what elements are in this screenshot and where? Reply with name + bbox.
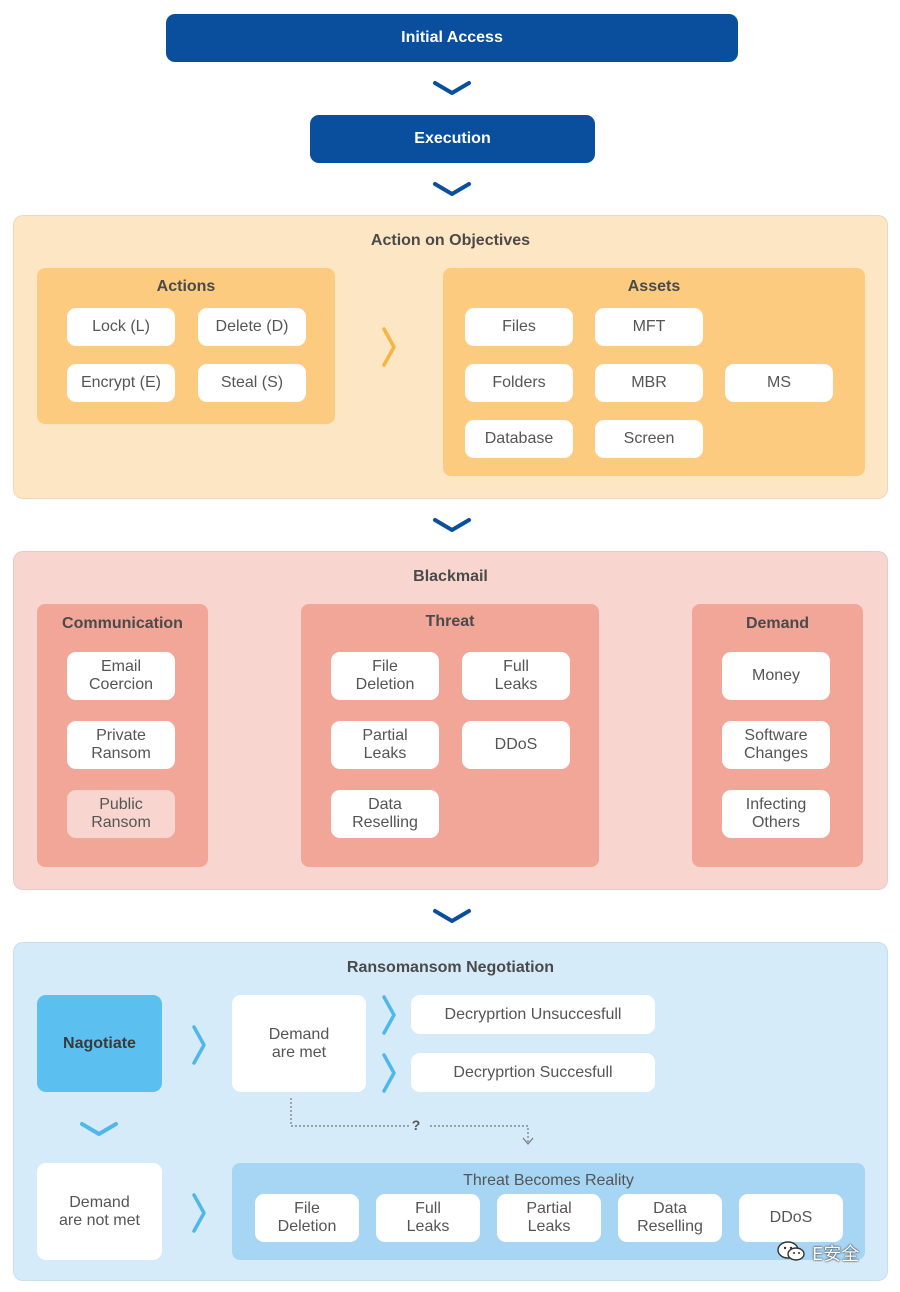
threat-data-reselling: Data Reselling — [331, 790, 439, 838]
comm-email-coercion: Email Coercion — [67, 652, 175, 700]
blackmail-title: Blackmail — [413, 568, 488, 585]
decryption-unsuccessful: Decryprtion Unsuccesfull — [411, 995, 655, 1034]
chevron-right-icon — [380, 994, 398, 1036]
chevron-down-icon — [432, 517, 472, 533]
decryption-successful: Decryprtion Succesfull — [411, 1053, 655, 1092]
asset-mbr: MBR — [595, 364, 703, 402]
actions-title: Actions — [156, 278, 216, 295]
comm-public-ransom: Public Ransom — [67, 790, 175, 838]
demand-money: Money — [722, 652, 830, 700]
demand-group: Demand Money Software Changes Infecting … — [692, 604, 863, 867]
negotiation-title: Ransomansom Negotiation — [346, 959, 555, 976]
demand-title: Demand — [745, 615, 810, 632]
asset-files: Files — [465, 308, 573, 346]
threat-group: Threat File Deletion Full Leaks Partial … — [301, 604, 599, 867]
communication-title: Communication — [62, 615, 183, 632]
communication-group: Communication Email Coercion Private Ran… — [37, 604, 208, 867]
chevron-down-icon — [432, 80, 472, 96]
reality-ddos: DDoS — [739, 1194, 843, 1242]
threat-partial-leaks: Partial Leaks — [331, 721, 439, 769]
chevron-right-icon — [190, 1192, 208, 1234]
demand-not-met-box: Demand are not met — [37, 1163, 162, 1260]
assets-group: Assets Files MFT Folders MBR MS Database… — [443, 268, 865, 476]
reality-partial-leaks: Partial Leaks — [497, 1194, 601, 1242]
demand-software-changes: Software Changes — [722, 721, 830, 769]
action-steal: Steal (S) — [198, 364, 306, 402]
reality-full-leaks: Full Leaks — [376, 1194, 480, 1242]
asset-mft: MFT — [595, 308, 703, 346]
threat-file-deletion: File Deletion — [331, 652, 439, 700]
assets-title: Assets — [627, 278, 681, 295]
objectives-title: Action on Objectives — [370, 232, 531, 249]
watermark: E安全 — [776, 1240, 859, 1266]
asset-database: Database — [465, 420, 573, 458]
threat-reality-group: Threat Becomes Reality File Deletion Ful… — [232, 1163, 865, 1260]
threat-reality-title: Threat Becomes Reality — [463, 1172, 634, 1189]
execution-label: Execution — [414, 130, 491, 147]
initial-access-step: Initial Access — [166, 14, 738, 62]
demand-met-box: Demand are met — [232, 995, 366, 1092]
reality-file-deletion: File Deletion — [255, 1194, 359, 1242]
question-mark: ? — [411, 1117, 421, 1133]
objectives-section: Action on Objectives Actions Lock (L) De… — [13, 215, 888, 499]
chevron-right-icon — [190, 1024, 208, 1066]
chevron-down-icon — [432, 181, 472, 197]
chevron-right-icon — [380, 1052, 398, 1094]
asset-folders: Folders — [465, 364, 573, 402]
negotiate-label: Nagotiate — [63, 1034, 136, 1052]
initial-access-label: Initial Access — [401, 29, 503, 46]
threat-ddos: DDoS — [462, 721, 570, 769]
chevron-down-icon — [432, 908, 472, 924]
negotiation-section: Ransomansom Negotiation Nagotiate Demand… — [13, 942, 888, 1281]
wechat-icon — [776, 1240, 806, 1267]
threat-full-leaks: Full Leaks — [462, 652, 570, 700]
chevron-down-icon — [79, 1121, 119, 1137]
action-lock: Lock (L) — [67, 308, 175, 346]
comm-private-ransom: Private Ransom — [67, 721, 175, 769]
watermark-text: E安全 — [812, 1244, 860, 1265]
chevron-right-icon — [380, 326, 398, 368]
threat-title: Threat — [425, 613, 475, 630]
negotiate-box: Nagotiate — [37, 995, 162, 1092]
asset-screen: Screen — [595, 420, 703, 458]
actions-group: Actions Lock (L) Delete (D) Encrypt (E) … — [37, 268, 335, 424]
reality-data-reselling: Data Reselling — [618, 1194, 722, 1242]
action-delete: Delete (D) — [198, 308, 306, 346]
blackmail-section: Blackmail Communication Email Coercion P… — [13, 551, 888, 890]
dotted-connector — [284, 1098, 544, 1153]
demand-infecting-others: Infecting Others — [722, 790, 830, 838]
asset-ms: MS — [725, 364, 833, 402]
action-encrypt: Encrypt (E) — [67, 364, 175, 402]
execution-step: Execution — [310, 115, 595, 163]
